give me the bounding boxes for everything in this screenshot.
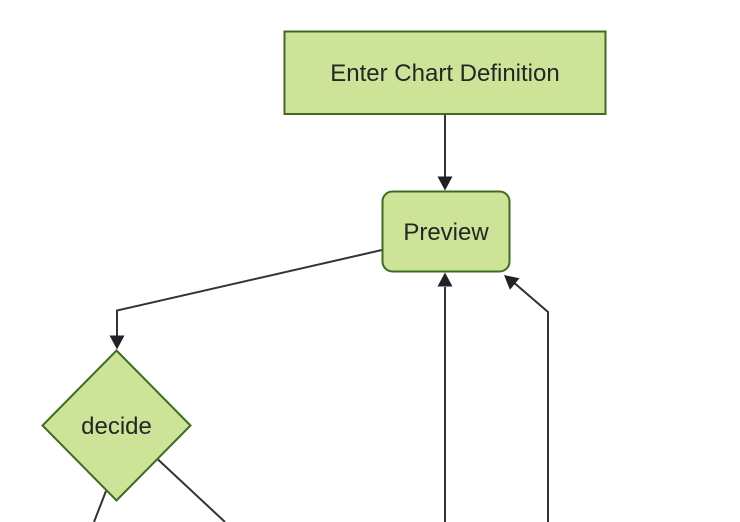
edge-decide-to-offscreen-right xyxy=(157,458,226,522)
node-decide: decide xyxy=(41,349,192,502)
arrowhead xyxy=(437,176,453,191)
edge-decide-to-offscreen-left xyxy=(93,490,107,522)
edge-line xyxy=(93,490,107,522)
node-label: Enter Chart Definition xyxy=(330,60,559,87)
edge-enter-to-preview xyxy=(437,114,453,191)
edge-line xyxy=(507,276,549,522)
node-rectangle xyxy=(283,30,607,115)
node-label: Preview xyxy=(403,219,489,246)
arrowhead xyxy=(109,335,125,350)
node-diamond xyxy=(41,349,192,502)
node-label: decide xyxy=(81,413,152,440)
node-preview: Preview xyxy=(381,190,511,273)
edge-offscreen-to-preview-2 xyxy=(504,275,549,522)
edge-line xyxy=(157,458,226,522)
edge-line xyxy=(116,249,383,337)
node-layer: Enter Chart Definition Preview decide xyxy=(41,30,607,502)
arrowhead xyxy=(437,272,453,287)
node-enter-chart-definition: Enter Chart Definition xyxy=(283,30,607,115)
edge-preview-to-decide xyxy=(109,249,383,350)
edge-layer xyxy=(93,114,549,522)
node-rounded-rectangle xyxy=(381,190,511,273)
arrowhead xyxy=(504,275,520,290)
edge-offscreen-to-preview-1 xyxy=(437,272,453,522)
